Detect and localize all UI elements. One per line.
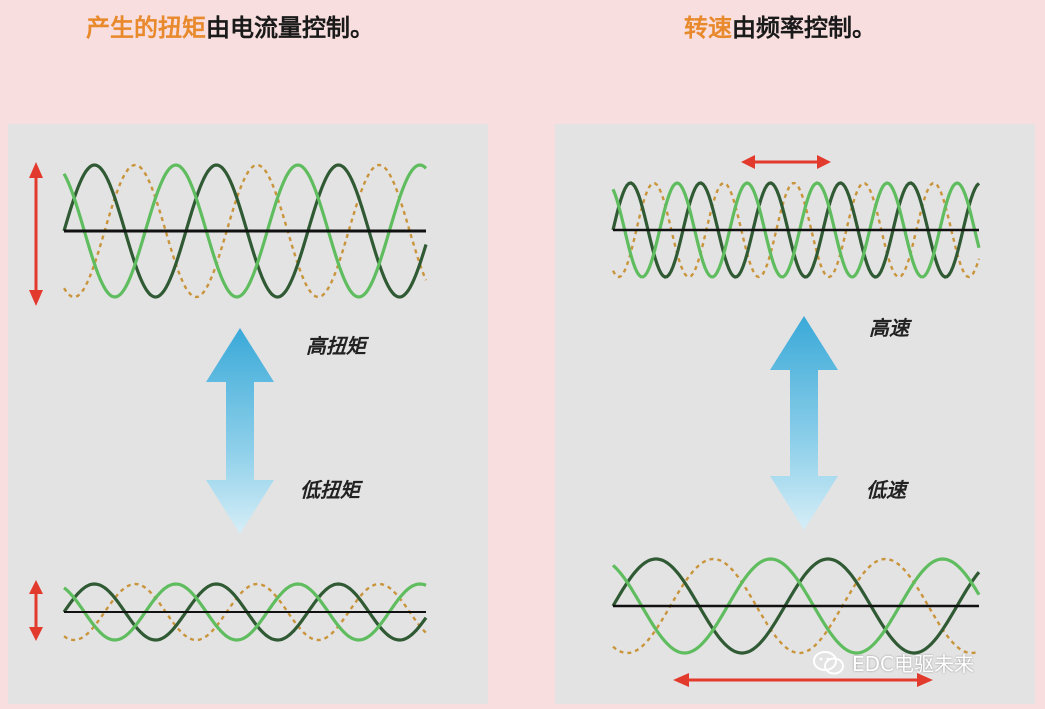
title-torque-highlight: 产生的扭矩 — [86, 13, 206, 42]
label-low-speed: 低速 — [866, 478, 906, 502]
low-speed-waveform — [611, 557, 981, 655]
phase-w-wave — [612, 557, 980, 655]
high-torque-waveform — [62, 163, 428, 299]
phase-u-wave — [62, 163, 428, 299]
phase-v-wave — [63, 582, 427, 642]
double-arrow-vertical-blue-icon — [770, 316, 838, 530]
amplitude-arrow-high-icon — [29, 162, 43, 306]
label-low-torque: 低扭矩 — [300, 478, 360, 502]
period-arrow-short-icon — [741, 155, 831, 169]
title-torque-rest: 由电流量控制。 — [206, 13, 374, 42]
label-high-speed: 高速 — [869, 316, 909, 340]
title-speed-highlight: 转速 — [684, 13, 732, 42]
high-speed-waveform — [611, 181, 981, 279]
label-high-torque: 高扭矩 — [306, 334, 366, 358]
title-speed: 转速由频率控制。 — [684, 8, 876, 43]
phase-v-wave — [62, 163, 428, 299]
period-arrow-long-icon — [673, 673, 933, 687]
title-torque: 产生的扭矩由电流量控制。 — [86, 8, 374, 43]
amplitude-arrow-low-icon — [29, 580, 43, 641]
torque-panel: 高扭矩 低扭矩 — [8, 124, 488, 704]
title-speed-rest: 由频率控制。 — [732, 13, 876, 42]
phase-v-wave — [611, 181, 981, 279]
phase-v-wave — [611, 557, 981, 655]
low-torque-waveform — [62, 582, 428, 642]
wechat-icon — [812, 650, 846, 676]
phase-w-wave — [611, 181, 981, 279]
phase-u-wave — [611, 557, 981, 655]
speed-panel: 高速 低速 — [555, 124, 1035, 704]
watermark-text: EDC电驱未来 — [852, 652, 975, 676]
double-arrow-vertical-blue-icon — [206, 328, 274, 534]
watermark: EDC电驱未来 — [812, 648, 974, 677]
phase-u-wave — [611, 181, 981, 279]
